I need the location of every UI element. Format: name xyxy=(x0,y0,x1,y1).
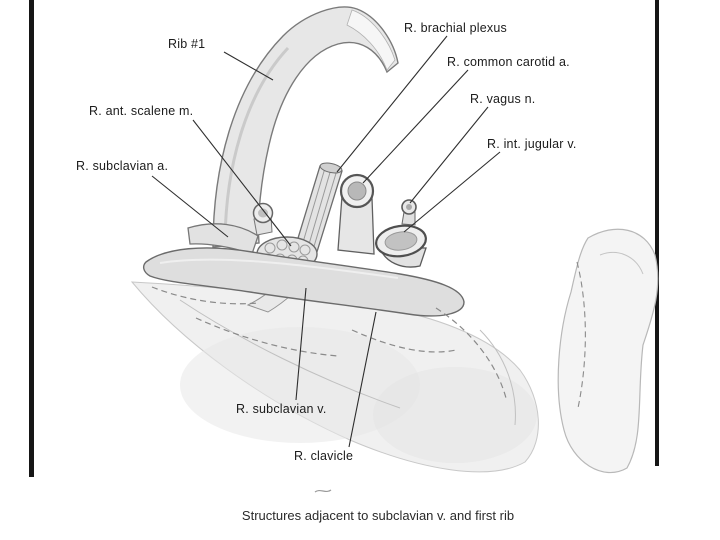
label-rib-1: Rib #1 xyxy=(168,37,206,51)
figure-caption: Structures adjacent to subclavian v. and… xyxy=(241,508,515,523)
brachial-plexus-shape xyxy=(294,162,343,256)
scan-border-left xyxy=(29,0,34,477)
vagus-nerve-shape xyxy=(401,199,417,226)
label-clavicle: R. clavicle xyxy=(294,449,354,463)
shoulder-mass xyxy=(130,281,539,493)
common-carotid-shape xyxy=(337,173,375,255)
label-subclavian-v: R. subclavian v. xyxy=(236,402,327,416)
int-jugular-shape xyxy=(375,224,427,268)
label-ant-scalene: R. ant. scalene m. xyxy=(89,104,194,118)
subclavian-artery-shape xyxy=(187,202,274,255)
dashed-contours xyxy=(151,286,507,399)
label-common-carotid: R. common carotid a. xyxy=(447,55,570,69)
scan-border-right xyxy=(655,0,659,466)
label-vagus-nerve: R. vagus n. xyxy=(470,92,536,106)
clavicle-shape xyxy=(142,247,465,317)
scapula-sketch xyxy=(557,228,659,474)
rib-1-shape xyxy=(212,6,399,248)
label-int-jugular: R. int. jugular v. xyxy=(487,137,577,151)
label-brachial-plexus: R. brachial plexus xyxy=(404,21,507,35)
leader-lines xyxy=(151,35,501,448)
label-subclavian-a: R. subclavian a. xyxy=(76,159,169,173)
